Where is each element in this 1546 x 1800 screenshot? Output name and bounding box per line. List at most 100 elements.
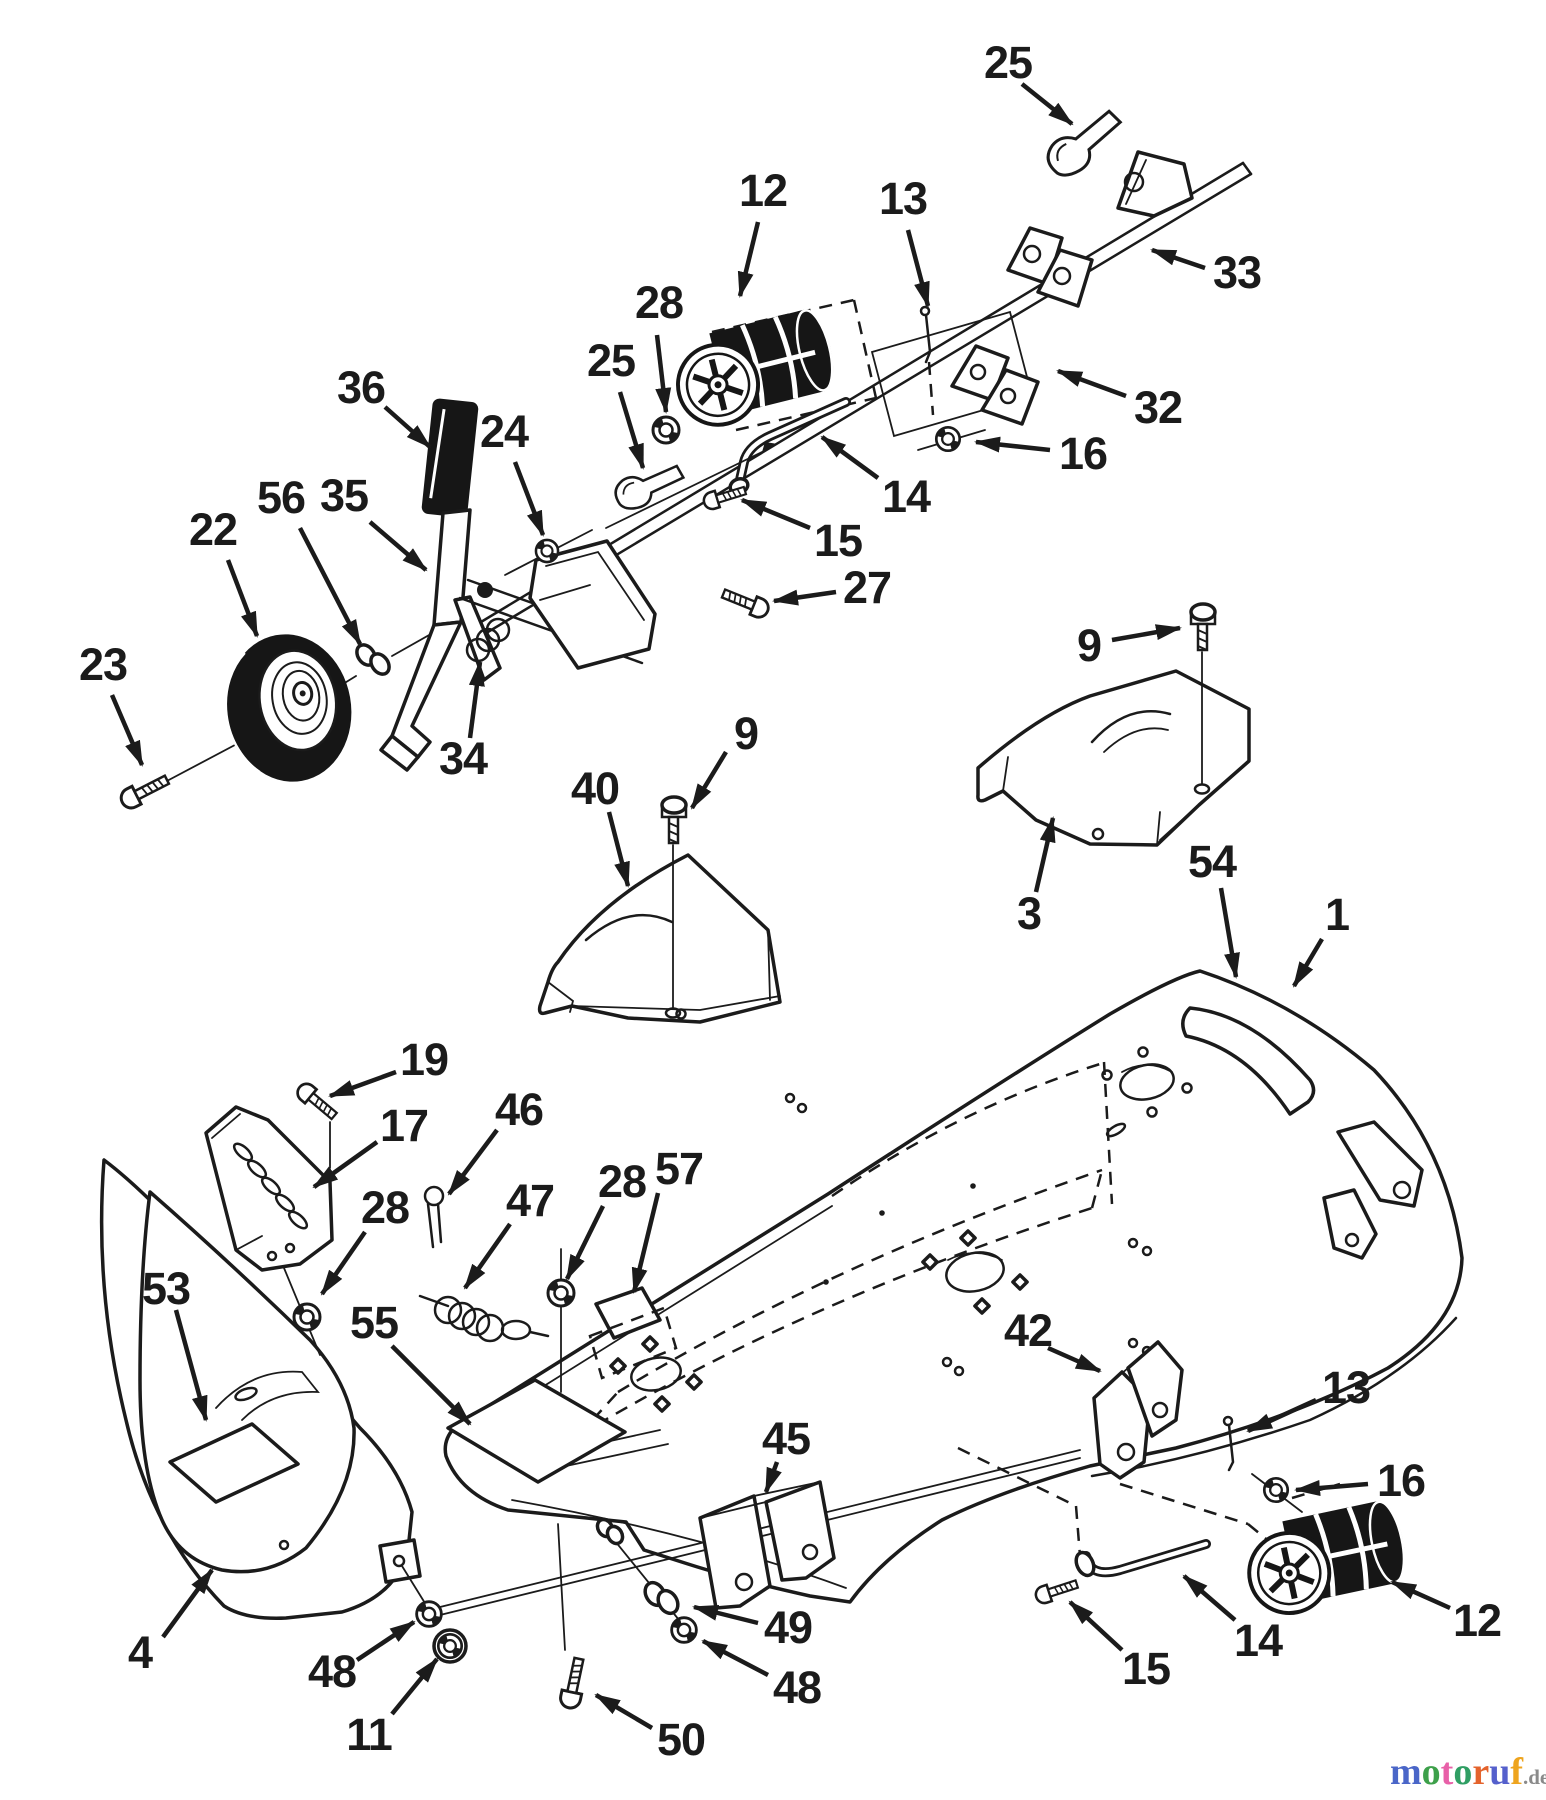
spacer-upper (595, 1517, 625, 1546)
locknut-28c (546, 1278, 576, 1308)
callout-arrow-33 (1150, 247, 1206, 271)
callout-27: 27 (772, 562, 892, 613)
callout-arrow-35 (368, 520, 428, 572)
callout-23: 23 (79, 639, 145, 767)
callout-arrow-25-top (1020, 82, 1074, 126)
bushing-49 (643, 1580, 680, 1616)
callout-label-35: 35 (320, 470, 368, 521)
callout-15-b: 15 (1068, 1600, 1171, 1694)
spindle-hole-center (921, 1229, 1029, 1315)
callout-53: 53 (142, 1263, 209, 1422)
callout-arrow-27 (772, 589, 837, 606)
callout-arrow-13-top (905, 229, 931, 308)
callout-label-45: 45 (762, 1413, 810, 1464)
callout-arrow-40 (606, 811, 631, 888)
watermark-letter: r (1472, 1751, 1489, 1793)
callout-36: 36 (337, 362, 432, 449)
bar-bracket-single-hole (1123, 171, 1145, 193)
callout-arrow-53 (173, 1309, 209, 1422)
deck-edge-inner (495, 1205, 833, 1417)
bar-bracket-hole (969, 363, 987, 381)
callout-label-55: 55 (350, 1297, 398, 1348)
callout-label-48-b: 48 (773, 1662, 821, 1713)
callout-label-28-b: 28 (361, 1182, 409, 1233)
callout-arrow-24 (512, 461, 546, 537)
shield-mount-tab (378, 1538, 422, 1584)
callout-label-9-center: 9 (734, 708, 758, 759)
callout-label-28-c: 28 (598, 1156, 646, 1207)
bolt-50-axis (557, 1523, 566, 1651)
callout-label-53: 53 (142, 1263, 190, 1314)
callout-arrow-45 (763, 1461, 782, 1494)
callout-9-right: 9 (1077, 620, 1182, 671)
bracket-45 (698, 1480, 836, 1610)
callout-label-14-top: 14 (882, 471, 931, 522)
bolt-27 (718, 583, 773, 622)
callout-55: 55 (350, 1297, 472, 1426)
callout-label-15-b: 15 (1122, 1643, 1170, 1694)
handle-slot-54 (1181, 1006, 1316, 1116)
callout-48-b: 48 (701, 1639, 822, 1713)
callout-label-17: 17 (380, 1100, 428, 1151)
callout-arrow-48-a (355, 1620, 416, 1662)
callout-24: 24 (480, 406, 546, 537)
callout-label-28-top: 28 (635, 277, 683, 328)
callout-label-48-a: 48 (308, 1646, 356, 1697)
callout-57: 57 (631, 1143, 704, 1294)
callout-arrow-28-b (320, 1230, 367, 1296)
bolt-19 (292, 1078, 342, 1125)
callout-arrow-15-b (1068, 1600, 1124, 1652)
lift-channel-link (458, 539, 657, 670)
callout-16-top: 16 (974, 428, 1108, 479)
callout-arrow-48-b (701, 1639, 770, 1677)
callout-label-22: 22 (189, 504, 237, 555)
shield-hole (278, 1539, 290, 1551)
watermark-letter: t (1441, 1751, 1454, 1793)
bar-bracket-single (1116, 150, 1194, 218)
adjust-needle-rod (605, 442, 778, 529)
bar-bracket-pair-upper-b (1036, 248, 1094, 308)
callout-label-42: 42 (1004, 1305, 1052, 1356)
shield-mount-hole (392, 1554, 406, 1568)
callout-17: 17 (312, 1100, 429, 1189)
callout-arrow-46 (447, 1128, 499, 1196)
gauge-roller-bottom-12 (1239, 1498, 1413, 1621)
height-bracket-17 (204, 1105, 334, 1272)
callout-label-57: 57 (655, 1143, 703, 1194)
callout-arrow-34 (467, 660, 485, 739)
callout-label-56: 56 (257, 472, 305, 523)
watermark-letter: o (1453, 1751, 1472, 1793)
callout-47: 47 (463, 1175, 555, 1290)
callout-arrow-14-b (1182, 1574, 1237, 1622)
callout-arrow-36 (383, 405, 432, 449)
callout-arrow-12-top (737, 221, 761, 298)
watermark-suffix: .de (1523, 1765, 1546, 1789)
belt-cover-center-40 (537, 853, 782, 1024)
callout-label-12-b: 12 (1453, 1595, 1501, 1646)
callout-54: 54 (1188, 836, 1240, 979)
bolt-50 (557, 1655, 591, 1712)
caster-lever-assembly (116, 398, 657, 813)
callout-16-b: 16 (1294, 1455, 1426, 1506)
callout-arrow-4 (161, 1568, 214, 1639)
callout-arrow-42 (1047, 1345, 1102, 1374)
callout-28-top: 28 (635, 277, 684, 414)
watermark-letter: m (1390, 1751, 1422, 1793)
callout-56: 56 (257, 472, 362, 646)
callout-arrow-49 (692, 1604, 759, 1626)
watermark-letter: o (1422, 1751, 1441, 1793)
callout-28-c: 28 (564, 1156, 647, 1281)
callout-arrow-13-b (1246, 1397, 1317, 1434)
callout-arrow-11 (390, 1657, 439, 1716)
callout-45: 45 (762, 1413, 811, 1494)
callout-label-47: 47 (506, 1175, 554, 1226)
callout-label-50: 50 (657, 1714, 705, 1765)
callout-arrow-57 (631, 1192, 661, 1294)
callout-label-14-b: 14 (1234, 1615, 1283, 1666)
watermark-letter: f (1510, 1751, 1524, 1793)
callout-arrow-22 (225, 559, 260, 638)
callout-arrow-17 (312, 1140, 379, 1189)
watermark-letter: u (1489, 1751, 1510, 1793)
callout-label-1: 1 (1325, 889, 1349, 940)
